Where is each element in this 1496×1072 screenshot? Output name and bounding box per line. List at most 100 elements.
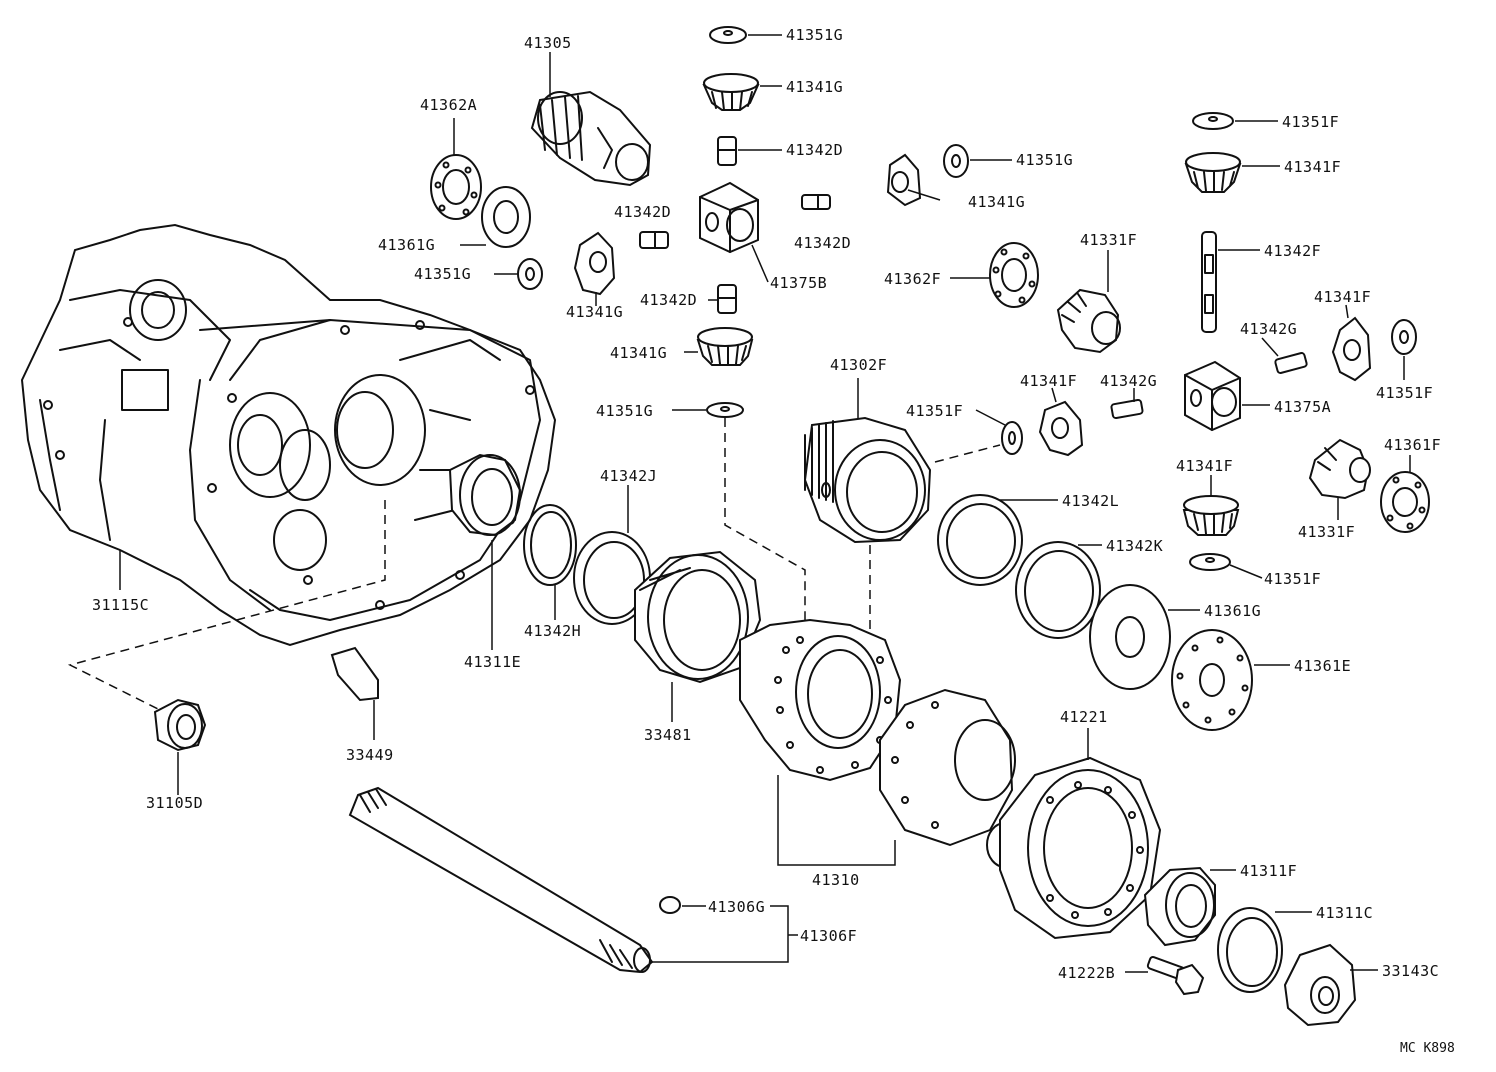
shaft-41342f[interactable] — [1201, 231, 1217, 333]
washer-41351f-right[interactable] — [1391, 319, 1417, 355]
label-41341g-r[interactable]: 41341G — [968, 193, 1025, 211]
ring-41342k[interactable] — [1015, 541, 1101, 639]
label-41342l[interactable]: 41342L — [1062, 492, 1119, 510]
label-41331f-b[interactable]: 41331F — [1298, 523, 1355, 541]
label-41351g-m[interactable]: 41351G — [596, 402, 653, 420]
snap-ring-41342l[interactable] — [937, 494, 1023, 586]
pinion-gear-41341g-left[interactable] — [573, 231, 616, 296]
side-gear-41331f-top[interactable] — [1056, 288, 1121, 354]
label-41311f[interactable]: 41311F — [1240, 862, 1297, 880]
label-41361g-l[interactable]: 41361G — [378, 236, 435, 254]
label-41341f-d[interactable]: 41341F — [1176, 457, 1233, 475]
label-41306f[interactable]: 41306F — [800, 927, 857, 945]
side-gear-41331f-low[interactable] — [1308, 438, 1371, 500]
label-41375a[interactable]: 41375A — [1274, 398, 1331, 416]
seal-cover-33143c[interactable] — [1283, 943, 1357, 1027]
pinion-shaft-41305[interactable] — [530, 90, 652, 187]
pin-41342g-mid[interactable] — [1110, 398, 1144, 420]
label-41362f[interactable]: 41362F — [884, 270, 941, 288]
washer-41351g-top[interactable] — [709, 26, 747, 44]
gasket-33449[interactable] — [330, 646, 379, 702]
bearing-race-41311c[interactable] — [1217, 907, 1283, 993]
label-41341g-top[interactable]: 41341G — [786, 78, 843, 96]
pinion-gear-41341g-right[interactable] — [886, 153, 922, 207]
drive-shaft-41306f[interactable] — [348, 786, 654, 974]
label-41342d-b[interactable]: 41342D — [614, 203, 671, 221]
shim-41361f[interactable] — [1380, 471, 1430, 533]
pin-41342d-bottom[interactable] — [717, 284, 737, 314]
label-41306g[interactable]: 41306G — [708, 898, 765, 916]
pin-41342g-right[interactable] — [1274, 352, 1308, 374]
label-41302f[interactable]: 41302F — [830, 356, 887, 374]
pin-41342d-right[interactable] — [801, 194, 831, 210]
pinion-gear-41341f-right[interactable] — [1331, 316, 1372, 382]
label-41341g-l[interactable]: 41341G — [566, 303, 623, 321]
shim-41361e[interactable] — [1171, 629, 1253, 731]
label-41342d-c[interactable]: 41342D — [794, 234, 851, 252]
label-41222b[interactable]: 41222B — [1058, 964, 1115, 982]
label-41361e[interactable]: 41361E — [1294, 657, 1351, 675]
label-41351f-b[interactable]: 41351F — [1376, 384, 1433, 402]
label-41361g-r[interactable]: 41361G — [1204, 602, 1261, 620]
washer-41351g-mid[interactable] — [706, 402, 744, 418]
label-41342d-d[interactable]: 41342D — [640, 291, 697, 309]
label-41361f[interactable]: 41361F — [1384, 436, 1441, 454]
case-41375a[interactable] — [1184, 360, 1241, 432]
case-41375b[interactable] — [699, 181, 759, 254]
label-41351g-l[interactable]: 41351G — [414, 265, 471, 283]
label-33481[interactable]: 33481 — [644, 726, 692, 744]
label-31105d[interactable]: 31105D — [146, 794, 203, 812]
label-41341f-b[interactable]: 41341F — [1314, 288, 1371, 306]
pin-41342d-top[interactable] — [717, 136, 737, 166]
label-41342h[interactable]: 41342H — [524, 622, 581, 640]
label-41305[interactable]: 41305 — [524, 34, 572, 52]
label-41375b[interactable]: 41375B — [770, 274, 827, 292]
bearing-cup-33481[interactable] — [634, 550, 762, 684]
label-41342g-a[interactable]: 41342G — [1240, 320, 1297, 338]
label-41342g-b[interactable]: 41342G — [1100, 372, 1157, 390]
label-41351f-c[interactable]: 41351F — [906, 402, 963, 420]
washer-41351g-left[interactable] — [517, 258, 543, 290]
label-41341g-m[interactable]: 41341G — [610, 344, 667, 362]
washer-41361g-right[interactable] — [1089, 584, 1171, 690]
label-41341f-c[interactable]: 41341F — [1020, 372, 1077, 390]
side-gear-41341g-mid[interactable] — [696, 327, 754, 366]
label-41342j[interactable]: 41342J — [600, 467, 657, 485]
snap-ring-41306g[interactable] — [659, 896, 681, 914]
label-41221[interactable]: 41221 — [1060, 708, 1108, 726]
case-41302f[interactable] — [803, 416, 932, 544]
bearing-41311f[interactable] — [1143, 866, 1216, 947]
transaxle-case-31115c[interactable] — [20, 223, 557, 647]
bolt-41222b[interactable] — [1146, 956, 1205, 996]
label-33143c[interactable]: 33143C — [1382, 962, 1439, 980]
label-33449[interactable]: 33449 — [346, 746, 394, 764]
label-31115c[interactable]: 31115C — [92, 596, 149, 614]
ring-gear-41221[interactable] — [999, 756, 1162, 940]
label-41331f-a[interactable]: 41331F — [1080, 231, 1137, 249]
label-41341f-a[interactable]: 41341F — [1284, 158, 1341, 176]
pin-41342d-left[interactable] — [639, 231, 669, 249]
label-41310[interactable]: 41310 — [812, 871, 860, 889]
label-41342k[interactable]: 41342K — [1106, 537, 1163, 555]
side-gear-41341g-top[interactable] — [702, 73, 760, 111]
washer-41351f-mid[interactable] — [1001, 421, 1023, 455]
bearing-41311e[interactable] — [448, 453, 522, 537]
label-41311c[interactable]: 41311C — [1316, 904, 1373, 922]
washer-41351f-top[interactable] — [1192, 112, 1234, 130]
snap-ring-41342h[interactable] — [523, 504, 577, 586]
shim-41362a[interactable] — [430, 154, 482, 220]
side-gear-41341f-top[interactable] — [1184, 152, 1242, 193]
label-41351f-d[interactable]: 41351F — [1264, 570, 1321, 588]
label-41342f[interactable]: 41342F — [1264, 242, 1321, 260]
label-41351f-a[interactable]: 41351F — [1282, 113, 1339, 131]
differential-case-41310[interactable] — [739, 618, 902, 782]
label-41311e[interactable]: 41311E — [464, 653, 521, 671]
washer-41351f-low[interactable] — [1189, 553, 1231, 571]
bearing-31105d[interactable] — [153, 698, 207, 752]
washer-41361g-left[interactable] — [481, 186, 531, 248]
label-41351g-top[interactable]: 41351G — [786, 26, 843, 44]
pinion-gear-41341f-mid[interactable] — [1038, 400, 1084, 457]
label-41362a[interactable]: 41362A — [420, 96, 477, 114]
label-41351g-r[interactable]: 41351G — [1016, 151, 1073, 169]
washer-41351g-right[interactable] — [943, 144, 969, 178]
